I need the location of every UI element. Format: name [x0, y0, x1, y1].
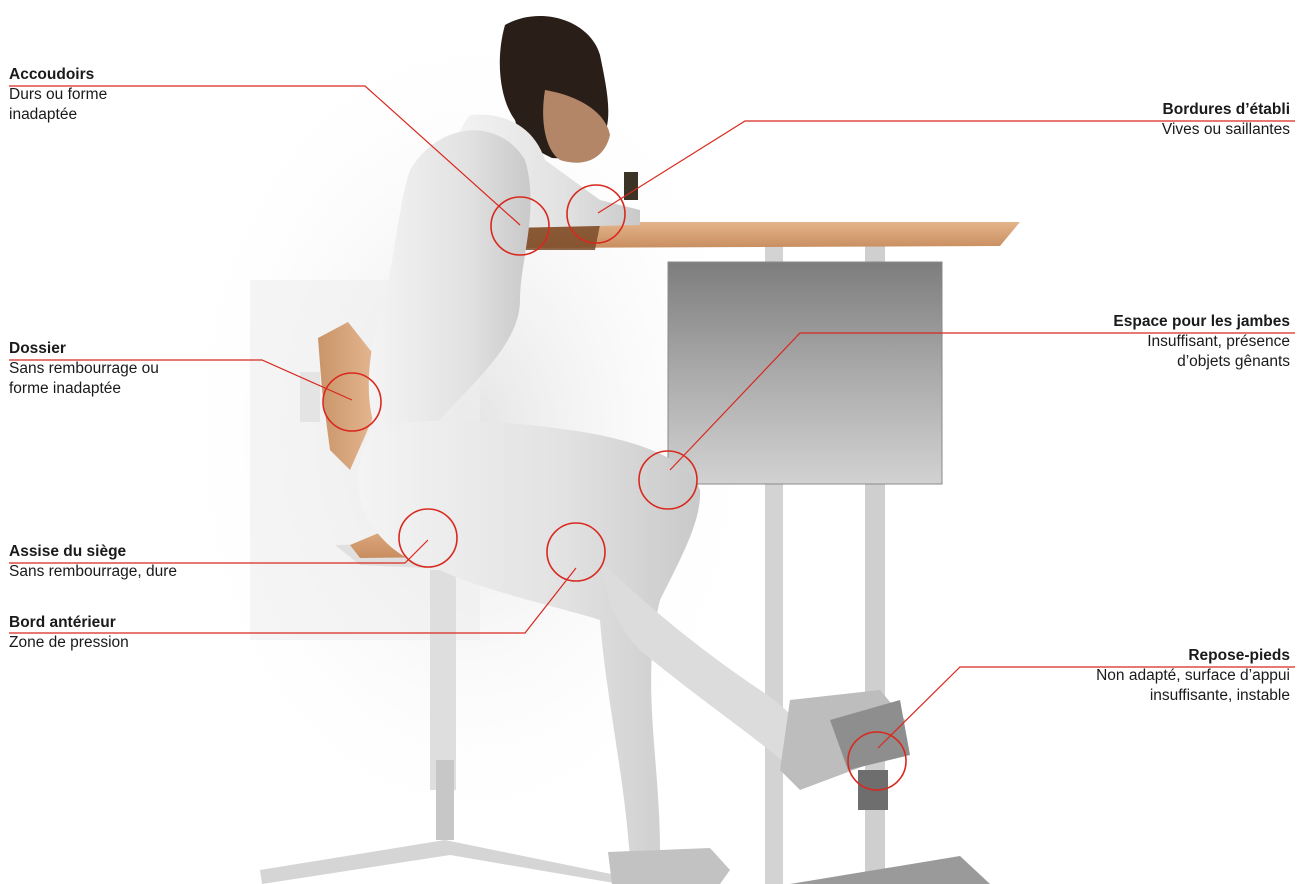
callout-bord: Bord antérieur Zone de pression: [9, 613, 129, 653]
callout-title: Accoudoirs: [9, 65, 107, 85]
callout-title: Assise du siège: [9, 542, 177, 562]
callout-accoudoirs: Accoudoirs Durs ou forme inadaptée: [9, 65, 107, 125]
callout-description: Durs ou forme inadaptée: [9, 85, 107, 125]
callout-description: Non adapté, surface d’appui insuffisante…: [1096, 666, 1290, 706]
callout-espace: Espace pour les jambes Insuffisant, prés…: [1113, 312, 1290, 372]
callout-assise: Assise du siège Sans rembourrage, dure: [9, 542, 177, 582]
callout-dossier: Dossier Sans rembourrage ou forme inadap…: [9, 339, 159, 399]
callout-description: Sans rembourrage ou forme inadaptée: [9, 359, 159, 399]
callout-title: Bord antérieur: [9, 613, 129, 633]
callout-title: Espace pour les jambes: [1113, 312, 1290, 332]
callout-title: Dossier: [9, 339, 159, 359]
callout-repose: Repose-pieds Non adapté, surface d’appui…: [1096, 646, 1290, 706]
callout-bordures: Bordures d’établi Vives ou saillantes: [1162, 100, 1290, 140]
callout-description: Vives ou saillantes: [1162, 120, 1290, 140]
callout-title: Bordures d’établi: [1162, 100, 1290, 120]
callout-description: Sans rembourrage, dure: [9, 562, 177, 582]
callout-description: Insuffisant, présence d’objets gênants: [1113, 332, 1290, 372]
callout-description: Zone de pression: [9, 633, 129, 653]
callout-title: Repose-pieds: [1096, 646, 1290, 666]
